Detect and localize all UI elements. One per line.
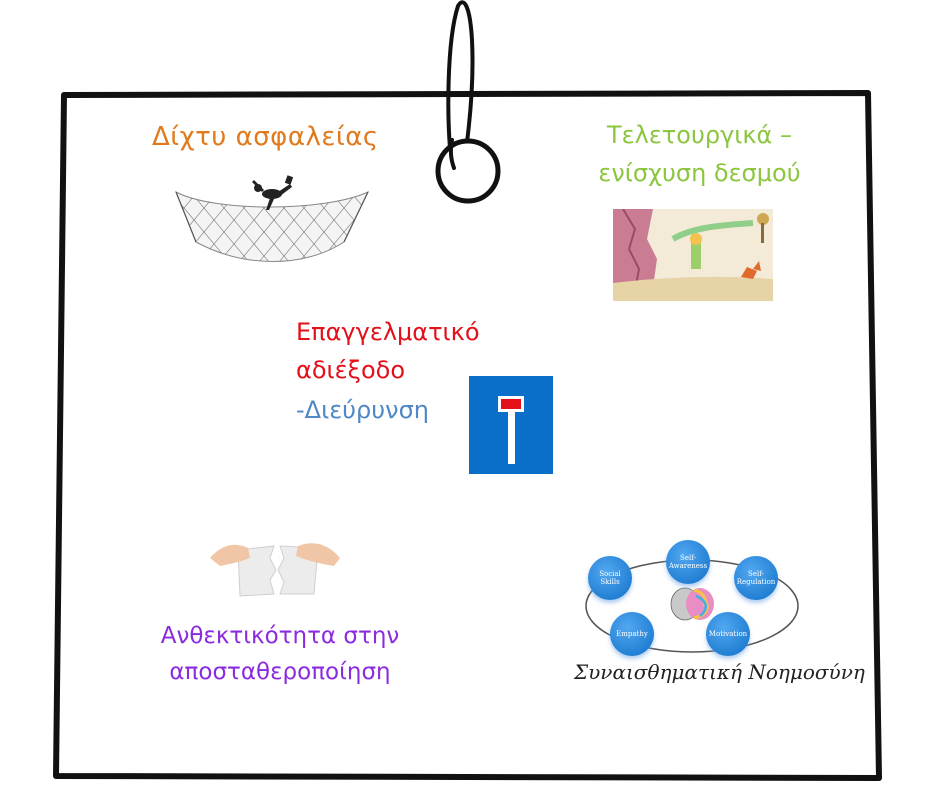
- little-prince-image: [613, 209, 773, 301]
- dead-end-line-2: αδιέξοδο: [296, 356, 406, 384]
- node-self-regulation: Self- Regulation: [734, 556, 778, 600]
- dead-end-title: Επαγγελματικό αδιέξοδο: [296, 313, 480, 389]
- rituals-title: Τελετουργικά – ενίσχυση δεσμού: [577, 116, 822, 192]
- ei-diagram-ring: [585, 559, 799, 653]
- pin-ring: [435, 138, 501, 204]
- torn-paper-image: [210, 543, 340, 597]
- resilience-line-1: Ανθεκτικότητα στην: [160, 623, 400, 649]
- node-empathy: Empathy: [610, 612, 654, 656]
- resilience-title: Ανθεκτικότητα στην αποσταθεροποίηση: [140, 618, 420, 690]
- ei-caption: Συναισθηματική Νοημοσύνη: [574, 660, 865, 684]
- hanging-string: [446, 0, 475, 170]
- dead-end-sign-icon: [469, 376, 553, 474]
- node-social-skills: Social Skills: [588, 556, 632, 600]
- dead-end-line-1: Επαγγελματικό: [296, 318, 480, 346]
- brain-icon: [670, 587, 714, 621]
- safety-net-image: [175, 175, 370, 262]
- rituals-line-1: Τελετουργικά –: [607, 121, 792, 149]
- resilience-line-2: αποσταθεροποίηση: [169, 659, 391, 685]
- rituals-line-2: ενίσχυση δεσμού: [598, 159, 801, 187]
- node-self-awareness: Self- Awareness: [666, 540, 710, 584]
- safety-net-title: Δίχτυ ασφαλείας: [152, 122, 379, 152]
- node-motivation: Motivation: [706, 612, 750, 656]
- expansion-label: -Διεύρυνση: [296, 396, 430, 424]
